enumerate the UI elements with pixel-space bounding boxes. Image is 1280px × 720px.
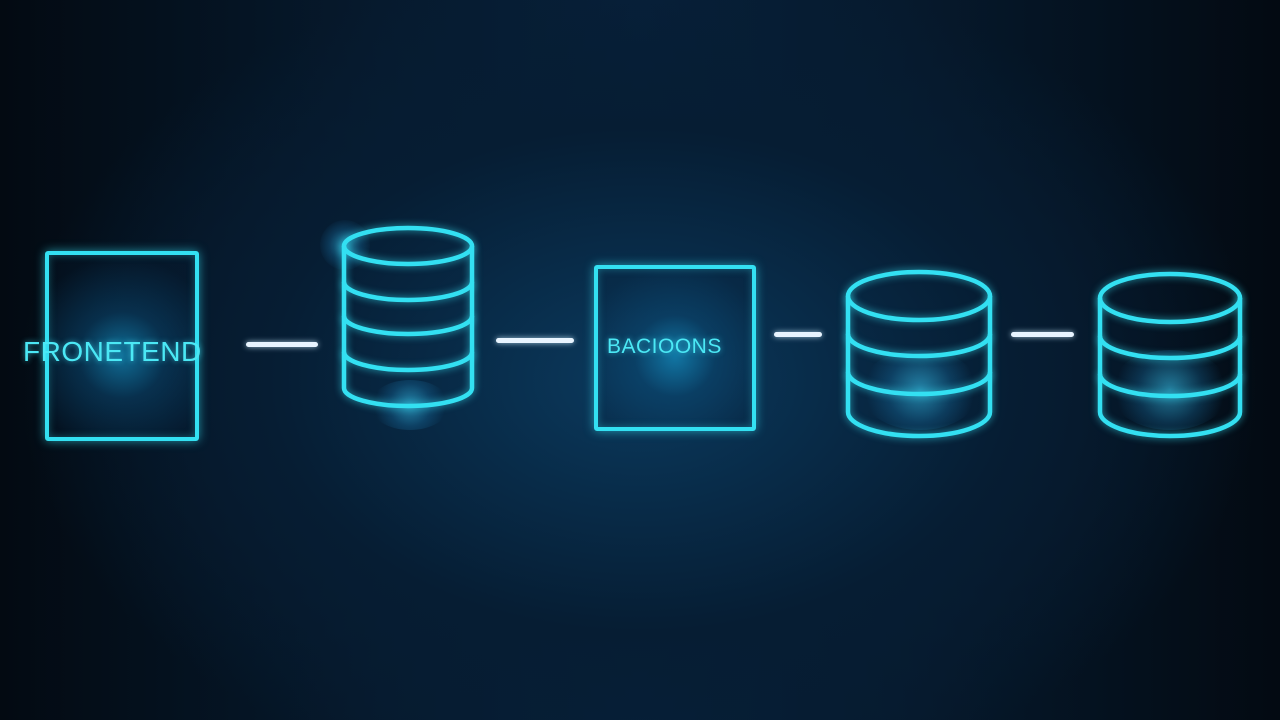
connector-db1-backend [496,338,574,343]
frontend-box [45,251,199,441]
connector-frontend-db1 [246,342,318,347]
database-icon [845,269,993,439]
database-icon [341,225,475,409]
connector-backend-db2 [774,332,822,337]
backend-box [594,265,756,431]
backend-label: BACIOONS [607,335,722,358]
database-icon [1097,271,1243,439]
frontend-label: FRONETEND [23,336,202,367]
connector-db2-db3 [1011,332,1074,337]
